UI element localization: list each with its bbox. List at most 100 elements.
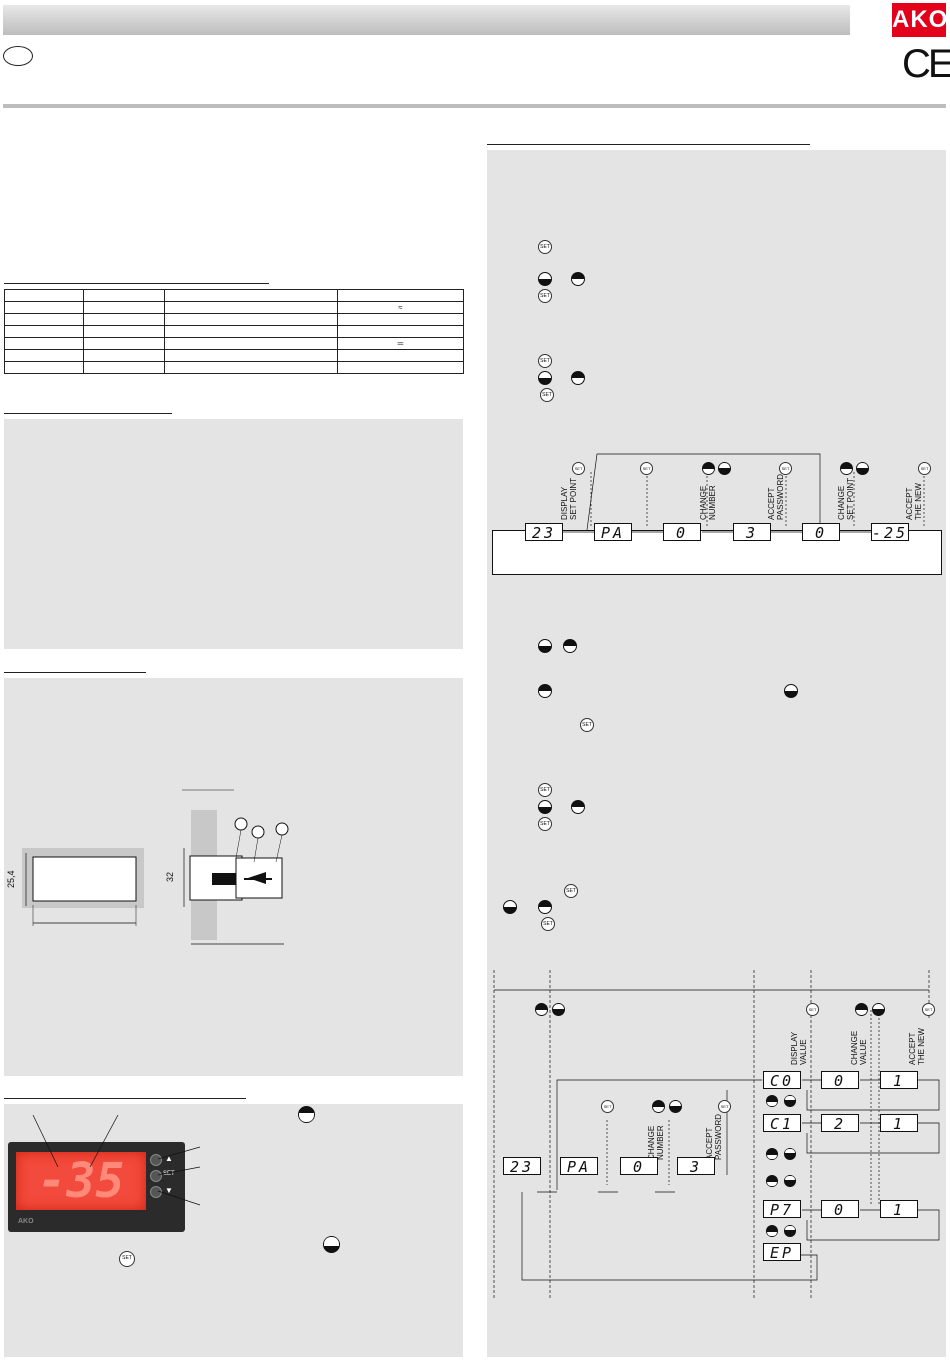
down-button-icon <box>872 1003 885 1016</box>
down-button-icon <box>538 800 552 814</box>
red-display: -35 <box>16 1152 146 1210</box>
set-button-icon: SET <box>564 884 578 898</box>
set-key[interactable] <box>150 1170 162 1182</box>
up-button-icon <box>535 1003 548 1016</box>
panel-brand: AKO <box>18 1218 34 1225</box>
down-button-icon <box>784 1175 796 1187</box>
panel-leader-lines <box>32 1115 201 1206</box>
section-rule-specs <box>4 283 269 284</box>
param-value-c0: 0 <box>821 1071 859 1090</box>
set-button-icon: SET <box>538 289 552 303</box>
set-button-icon: SET <box>540 388 554 402</box>
flow1-display-6: -25 <box>871 523 909 542</box>
dim-height: 25,4 <box>6 870 16 888</box>
down-button-icon <box>538 639 552 653</box>
flow1-frame <box>492 530 942 575</box>
down-button-icon <box>669 1100 682 1113</box>
down-button-icon <box>538 371 552 385</box>
down-button-icon <box>784 1148 796 1160</box>
down-button-icon <box>323 1236 340 1253</box>
up-button-icon <box>702 462 715 475</box>
param-value-c1: 2 <box>821 1114 859 1133</box>
spec-table: ≈ ═ <box>4 289 464 374</box>
set-button-icon: SET <box>806 1003 819 1016</box>
flow2-diagram <box>493 970 940 1300</box>
up-arrow-icon: ▲ <box>165 1154 173 1163</box>
flow1-display-4: 3 <box>733 523 771 542</box>
up-button-icon <box>538 900 552 914</box>
flow2-start-display-3: 0 <box>620 1157 658 1176</box>
front-panel: -35 ▲ SET ▼ AKO <box>8 1142 185 1232</box>
language-badge <box>3 46 33 66</box>
flow1-label-accept-password: ACCEPT PASSWORD <box>767 473 785 520</box>
up-button-icon <box>766 1225 778 1237</box>
info-box-2 <box>4 419 463 649</box>
up-button-icon <box>766 1095 778 1107</box>
flow2-label-display-value: DISPLAY VALUE <box>790 1031 808 1065</box>
set-key-label: SET <box>163 1171 175 1177</box>
dim-panel: 32 <box>165 871 175 882</box>
up-button-icon <box>571 800 585 814</box>
flow2-label-accept-new: ACCEPT THE NEW <box>908 1028 926 1065</box>
up-button-icon <box>766 1148 778 1160</box>
param-code-ep: EP <box>763 1243 801 1262</box>
callout-1 <box>234 817 248 831</box>
up-button-icon <box>298 1106 315 1123</box>
flow1-label-change-setpoint: CHANGE SET POINT <box>837 477 855 520</box>
flow1-display-2: PA <box>594 523 632 542</box>
set-button-icon: SET <box>538 817 552 831</box>
ce-mark: CE <box>902 42 950 86</box>
set-button-icon: SET <box>119 1251 135 1267</box>
section-rule-2 <box>4 413 172 414</box>
up-button-icon <box>855 1003 868 1016</box>
set-button-icon: SET <box>538 354 552 368</box>
header-divider <box>3 104 946 108</box>
param-code-p7: P7 <box>763 1200 801 1219</box>
callout-2 <box>251 825 265 839</box>
param-code-c0: C0 <box>763 1071 801 1090</box>
set-button-icon: SET <box>922 1003 935 1016</box>
up-button-icon <box>571 272 585 286</box>
set-button-icon: SET <box>918 462 931 475</box>
flow1-label-accept-new: ACCEPT THE NEW <box>905 483 923 520</box>
down-button-icon <box>503 900 517 914</box>
down-button-icon <box>784 684 798 698</box>
up-button-icon <box>652 1100 665 1113</box>
title-bar <box>3 5 850 35</box>
flow2-label-change-value: CHANGE VALUE <box>850 1030 868 1065</box>
section-rule-operation <box>4 1098 246 1099</box>
down-button-icon <box>538 272 552 286</box>
set-button-icon: SET <box>779 462 792 475</box>
set-button-icon: SET <box>640 462 653 475</box>
set-button-icon: SET <box>718 1100 731 1113</box>
down-button-icon <box>552 1003 565 1016</box>
set-button-icon: SET <box>601 1100 614 1113</box>
flow2-start-display-4: 3 <box>677 1157 715 1176</box>
up-button-icon <box>538 684 552 698</box>
up-button-icon <box>563 639 577 653</box>
param-accept-c1: 1 <box>880 1114 918 1133</box>
flow2-label-accept-password: ACCEPT PASSWORD <box>705 1113 723 1160</box>
flow1-label-change-number: CHANGE NUMBER <box>699 485 717 520</box>
down-button-icon <box>856 462 869 475</box>
down-button-icon <box>784 1225 796 1237</box>
param-accept-c0: 1 <box>880 1071 918 1090</box>
flow1-label-display: DISPLAY SET POINT <box>560 477 578 520</box>
down-arrow-icon: ▼ <box>165 1186 173 1195</box>
up-button-icon <box>571 371 585 385</box>
set-button-icon: SET <box>538 240 552 254</box>
ako-logo: AKO <box>892 3 947 37</box>
param-code-c1: C1 <box>763 1114 801 1133</box>
up-key[interactable] <box>150 1154 162 1166</box>
param-value-p7: 0 <box>821 1200 859 1219</box>
callout-3 <box>275 822 289 836</box>
flow1-arrows <box>563 453 925 533</box>
mounting-drawing <box>22 789 289 945</box>
set-button-icon: SET <box>580 718 594 732</box>
programming-box <box>487 150 946 1357</box>
flow1-display-3: 0 <box>663 523 701 542</box>
set-button-icon: SET <box>541 917 555 931</box>
flow1-display-5: 0 <box>802 523 840 542</box>
flow2-start-display-2: PA <box>560 1157 598 1176</box>
up-button-icon <box>766 1175 778 1187</box>
